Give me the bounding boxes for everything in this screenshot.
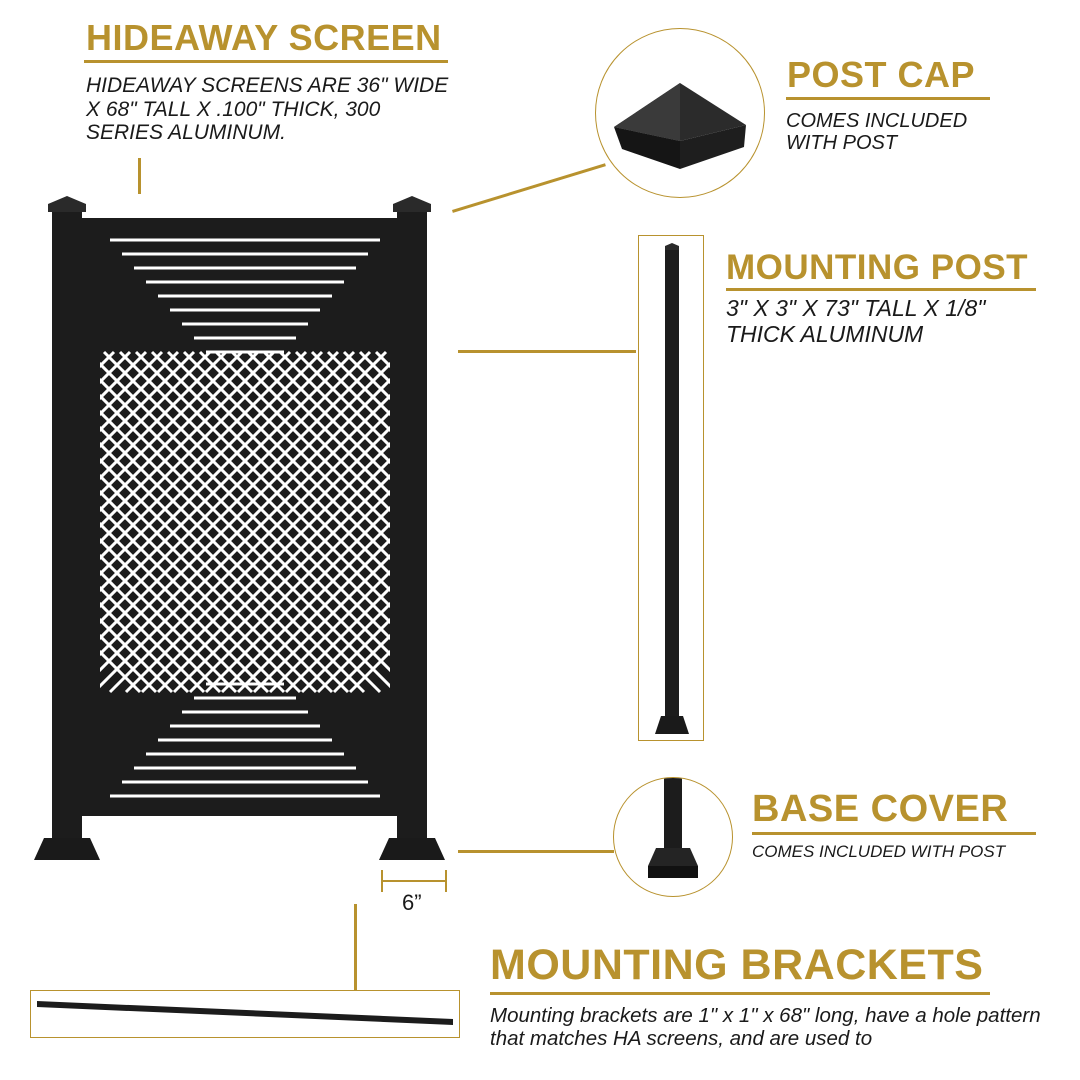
panel-slots xyxy=(100,238,390,798)
hideaway-screen-title: HIDEAWAY SCREEN xyxy=(86,17,442,58)
post-cap-image xyxy=(595,28,765,198)
hideaway-screen-leader xyxy=(138,158,141,194)
left-base-cover xyxy=(34,838,100,860)
mounting-post-rule xyxy=(726,288,1036,291)
hideaway-screen-description: HIDEAWAY SCREENS ARE 36" WIDE X 68" TALL… xyxy=(86,74,449,145)
mounting-brackets-rule xyxy=(490,992,990,995)
mounting-brackets-leader xyxy=(354,904,357,990)
screen-panel xyxy=(82,218,397,816)
post-cap-rule xyxy=(786,97,990,100)
post-cap-leader xyxy=(452,163,606,213)
left-post xyxy=(52,212,82,840)
mounting-bracket-image xyxy=(30,990,460,1038)
base-cover-image xyxy=(613,777,733,897)
mounting-brackets-title: MOUNTING BRACKETS xyxy=(490,941,984,989)
base-cover-description: COMES INCLUDED WITH POST xyxy=(752,842,1006,861)
post-cap-description: COMES INCLUDED WITH POST xyxy=(786,110,968,155)
mounting-brackets-description: Mounting brackets are 1" x 1" x 68" long… xyxy=(490,1004,1041,1050)
mounting-bracket-illustration xyxy=(37,1001,453,1025)
mounting-post-illustration xyxy=(655,243,689,734)
dimension-line xyxy=(381,880,447,882)
screen-product-image xyxy=(30,190,460,890)
base-cover-illustration xyxy=(648,778,698,878)
mounting-post-title: MOUNTING POST xyxy=(726,248,1029,287)
post-cap-illustration xyxy=(614,83,746,169)
mounting-post-image xyxy=(638,235,704,741)
right-post-cap xyxy=(393,196,431,212)
base-cover-title: BASE COVER xyxy=(752,788,1009,830)
mounting-post-description: 3" X 3" X 73" TALL X 1/8" THICK ALUMINUM xyxy=(726,295,986,347)
base-cover-leader xyxy=(458,850,614,853)
post-cap-title: POST CAP xyxy=(787,54,976,95)
base-cover-rule xyxy=(752,832,1036,835)
left-post-cap xyxy=(48,196,86,212)
right-base-cover xyxy=(379,838,445,860)
right-post xyxy=(397,212,427,840)
mounting-post-leader xyxy=(458,350,636,353)
hideaway-screen-rule xyxy=(84,60,448,63)
screen-illustration xyxy=(34,196,445,860)
dimension-label: 6” xyxy=(402,890,422,915)
